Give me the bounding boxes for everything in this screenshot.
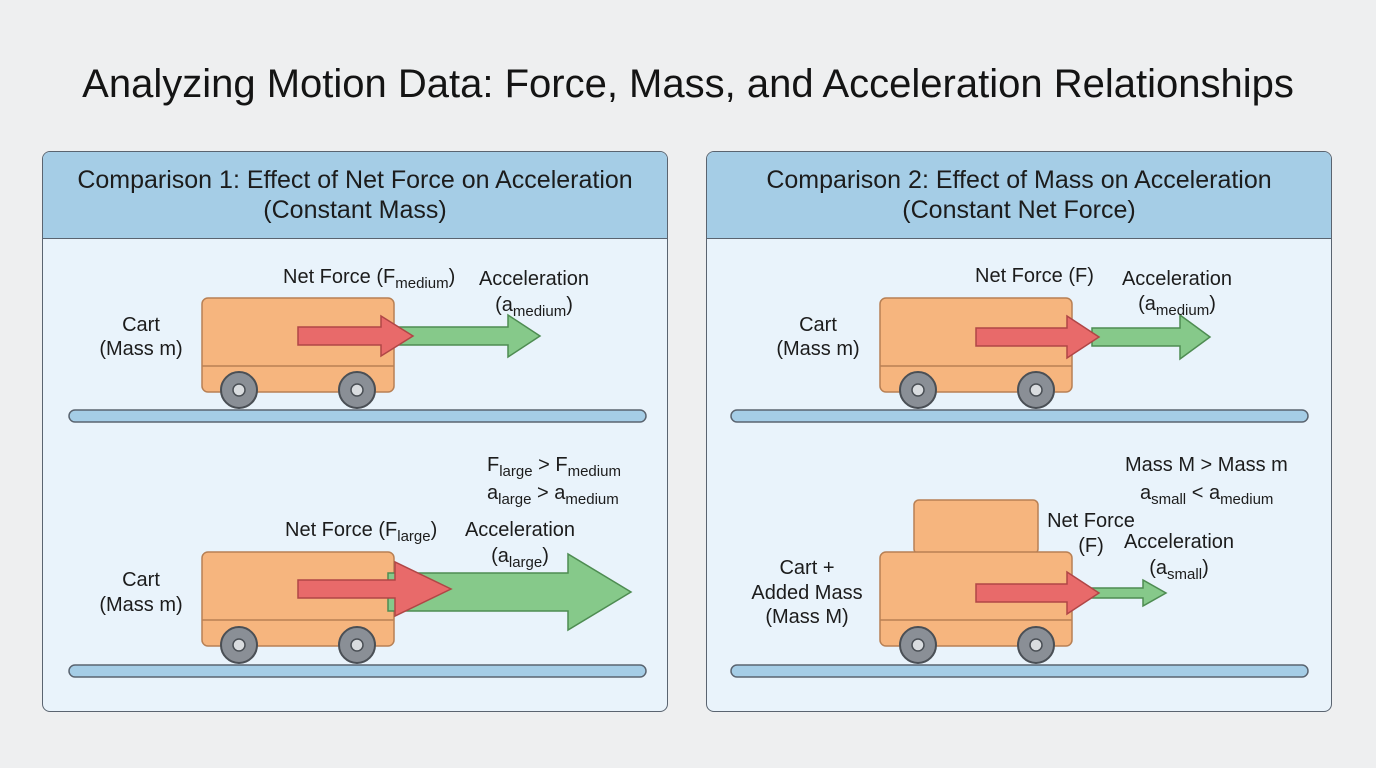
added-mass-label: Added Mass (751, 582, 862, 604)
net-force-arrow (297, 314, 415, 358)
track (68, 664, 647, 678)
cart (201, 551, 395, 664)
comparison-2-diagram: Cart (Mass m) Net Force (F) Acceleration… (730, 265, 1309, 678)
acceleration-arrow (1091, 313, 1212, 361)
acceleration-label: Acceleration (465, 519, 575, 541)
net-force-label: Net Force (F) (975, 265, 1094, 287)
acceleration-label: Acceleration (479, 268, 589, 290)
added-mass-block (913, 499, 1039, 555)
cart-label: Cart + (779, 557, 834, 579)
comparison-1-title: Comparison 1: Effect of Net Force on Acc… (77, 166, 633, 194)
page-title: Analyzing Motion Data: Force, Mass, and … (82, 62, 1294, 106)
net-force-label: Net Force (1047, 510, 1135, 532)
mass-label: (Mass m) (99, 594, 182, 616)
net-force-symbol: (F) (1078, 535, 1104, 557)
comparison-2-header: Comparison 2: Effect of Mass on Accelera… (707, 152, 1331, 239)
force-relation: Flarge > Fmedium (487, 454, 621, 480)
mass-relation: Mass M > Mass m (1125, 454, 1288, 476)
track (68, 409, 647, 423)
acceleration-arrow (387, 552, 633, 632)
net-force-arrow (975, 570, 1101, 616)
cart-with-added-mass (879, 499, 1073, 664)
comparison-2-subtitle: (Constant Net Force) (902, 196, 1136, 224)
comparison-1-panel: Comparison 1: Effect of Net Force on Acc… (42, 151, 668, 712)
acceleration-symbol: (asmall) (1149, 557, 1208, 583)
acceleration-symbol: (amedium) (1138, 293, 1216, 319)
acceleration-symbol: (alarge) (491, 545, 549, 571)
comparison-1-header: Comparison 1: Effect of Net Force on Acc… (43, 152, 667, 239)
comparison-1-subtitle: (Constant Mass) (263, 196, 447, 224)
comparison-2-title: Comparison 2: Effect of Mass on Accelera… (766, 166, 1272, 194)
cart-label: Cart (122, 314, 160, 336)
cart-label: Cart (122, 569, 160, 591)
acceleration-label: Acceleration (1122, 268, 1232, 290)
comparison-1-diagram: Cart (Mass m) Net Force (Fmedium) Accele… (68, 266, 647, 678)
net-force-arrow (975, 314, 1101, 360)
acceleration-relation: alarge > amedium (487, 482, 619, 508)
mass-label: (Mass m) (776, 338, 859, 360)
net-force-label: Net Force (Fmedium) (283, 266, 455, 292)
comparison-2-panel: Comparison 2: Effect of Mass on Accelera… (706, 151, 1332, 712)
cart (879, 297, 1073, 409)
cart-label: Cart (799, 314, 837, 336)
track (730, 664, 1309, 678)
track (730, 409, 1309, 423)
net-force-label: Net Force (Flarge) (285, 519, 437, 545)
acceleration-arrow (1091, 578, 1168, 608)
acceleration-relation: asmall < amedium (1140, 482, 1273, 508)
mass-label: (Mass m) (99, 338, 182, 360)
cart (201, 297, 395, 409)
mass-label: (Mass M) (765, 606, 848, 628)
acceleration-arrow (382, 313, 542, 359)
acceleration-symbol: (amedium) (495, 294, 573, 320)
acceleration-label: Acceleration (1124, 531, 1234, 553)
net-force-arrow (297, 560, 453, 618)
